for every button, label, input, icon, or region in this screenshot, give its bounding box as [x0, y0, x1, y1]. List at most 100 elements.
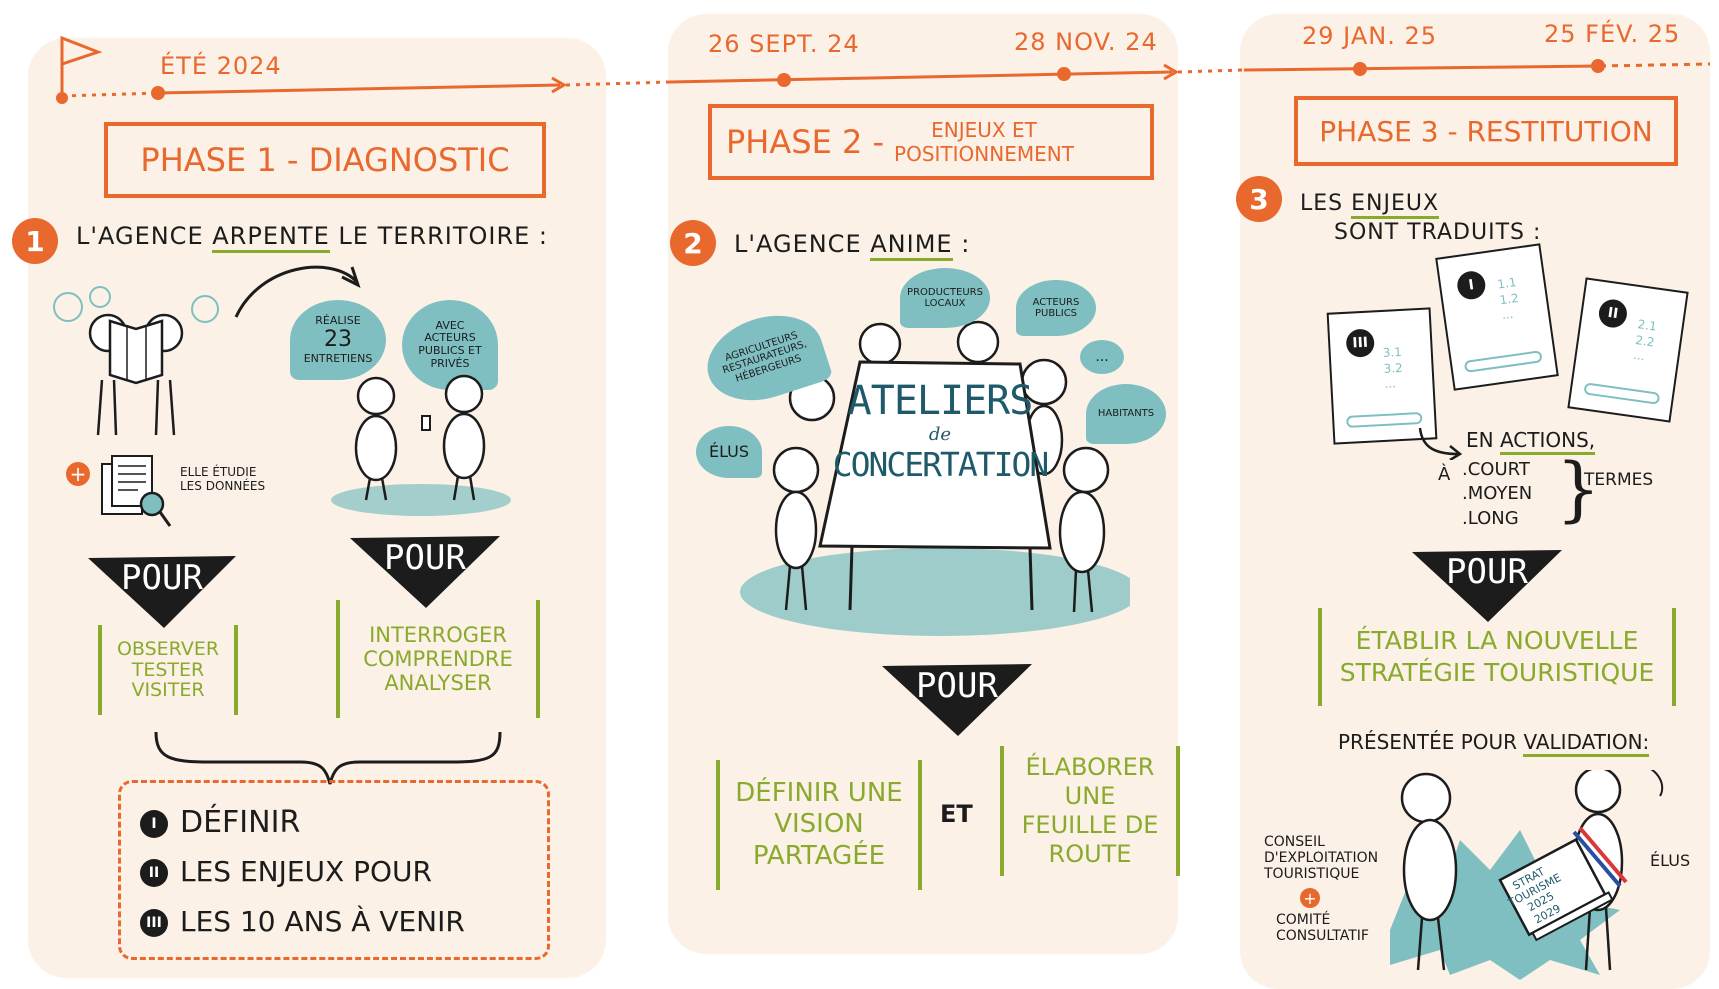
phase2-step-text: L'AGENCE ANIME : [734, 230, 971, 261]
board-line3: CONCERTATION [832, 445, 1049, 484]
phase2-title: PHASE 2 - ENJEUX ET POSITIONNEMENT [708, 104, 1154, 180]
action-item: VISITER [131, 679, 205, 702]
roman-three-icon: III [140, 909, 168, 937]
validation-prefix: PRÉSENTÉE POUR [1338, 730, 1518, 754]
step-suffix: : [961, 230, 971, 258]
curved-arrow [234, 265, 361, 318]
validation-illustration [1390, 770, 1664, 980]
date-26-sept: 26 SEPT. 24 [708, 30, 860, 58]
phase1-step-text: L'AGENCE ARPENTE LE TERRITOIRE : [76, 222, 548, 253]
realise-number: 23 [324, 327, 352, 353]
action-item: COMPRENDRE [363, 646, 513, 671]
step-prefix: LES [1300, 191, 1344, 216]
phase1-step-number: 1 [12, 218, 58, 264]
doc-line: ... [1384, 376, 1397, 392]
en-prefix: EN [1466, 428, 1494, 452]
step-keyword: ANIME [870, 230, 953, 261]
action-item: INTERROGER [369, 622, 507, 647]
validation-keyword: VALIDATION: [1523, 730, 1650, 757]
timeline [56, 35, 1711, 104]
term-item: .COURT [1462, 459, 1530, 480]
step-prefix: L'AGENCE [734, 230, 862, 258]
doc-line: ... [1632, 348, 1646, 364]
phase1-title: PHASE 1 - DIAGNOSTIC [104, 122, 546, 198]
phase3-step-text: LES ENJEUX SONT TRADUITS : [1300, 190, 1541, 247]
doc-line: 1.2 [1498, 290, 1520, 307]
step-keyword: ENJEUX [1351, 191, 1440, 219]
curly-brace [154, 731, 502, 785]
pour-arrow-phase3: POUR [1412, 546, 1562, 624]
board-line2: de [928, 424, 952, 445]
action-item: ANALYSER [384, 671, 492, 696]
term-item: .LONG [1462, 507, 1519, 529]
phase2-step-number: 2 [670, 220, 716, 266]
doc-line: ... [1500, 306, 1515, 323]
bubble-producteurs: PRODUCTEURS LOCAUX [900, 268, 990, 328]
bubble-avec-acteurs: AVEC ACTEURS PUBLICS ET PRIVÉS [402, 300, 498, 390]
small-curved-arrow [1418, 427, 1463, 460]
date-25-fev: 25 FÉV. 25 [1544, 20, 1681, 48]
roman-two-icon: II [1597, 297, 1629, 330]
goals-box [118, 780, 550, 960]
pour-label: POUR [916, 666, 998, 706]
phase2-title-sub1: ENJEUX ET [931, 118, 1037, 142]
doc-line: 3.2 [1383, 360, 1404, 376]
roman-one-icon: I [140, 809, 168, 838]
pour-arrow-left: POUR [88, 552, 236, 630]
step-line2: SONT TRADUITS : [1334, 219, 1542, 245]
workshop-illustration [740, 320, 1130, 636]
plus-circle-icon: + [66, 462, 90, 486]
phase3-panel [1240, 14, 1710, 989]
strategy-action: ÉTABLIR LA NOUVELLE STRATÉGIE TOURISTIQU… [1318, 608, 1676, 706]
terms-list: .COURT .MOYEN .LONG [1462, 458, 1532, 531]
en-keyword: ACTIONS, [1499, 428, 1596, 455]
date-ete-2024: ÉTÉ 2024 [160, 52, 282, 80]
goal-text: LES ENJEUX POUR [180, 855, 432, 888]
conseil-label: CONSEIL D'EXPLOITATION TOURISTIQUE [1264, 834, 1379, 883]
connector-et: ET [940, 800, 973, 828]
goal-text: LES 10 ANS À VENIR [180, 905, 465, 938]
elus-label: ÉLUS [1650, 851, 1691, 870]
step-keyword: ARPENTE [212, 222, 330, 253]
en-actions: EN ACTIONS, [1466, 428, 1596, 455]
actions-observer: OBSERVER TESTER VISITER [98, 625, 238, 715]
bubble-habitants: HABITANTS [1086, 384, 1166, 444]
pour-arrow-right: POUR [350, 532, 500, 610]
date-29-jan: 29 JAN. 25 [1302, 22, 1437, 50]
validation-line: PRÉSENTÉE POUR VALIDATION: [1338, 730, 1650, 757]
goal-item: II LES ENJEUX POUR [140, 855, 432, 888]
documents-magnifier-icon [101, 455, 172, 527]
comite-label: COMITÉ CONSULTATIF [1276, 912, 1369, 945]
terms-brace: } [1556, 448, 1601, 530]
board-title: ATELIERS de CONCERTATION [830, 378, 1050, 484]
action-item: OBSERVER [116, 637, 220, 660]
phase3-step-number: 3 [1236, 176, 1282, 222]
phase2-title-main: PHASE 2 - [726, 123, 885, 161]
roman-two-icon: II [140, 859, 168, 887]
action-item: TESTER [131, 658, 205, 681]
terms-prefix: À [1438, 464, 1451, 485]
term-item: .MOYEN [1462, 483, 1533, 505]
roman-one-icon: I [1455, 269, 1488, 302]
actions-interroger: INTERROGER COMPRENDRE ANALYSER [336, 600, 540, 718]
pour-label: POUR [1446, 552, 1528, 592]
goal-item: III LES 10 ANS À VENIR [140, 905, 465, 938]
pour-arrow-phase2: POUR [882, 660, 1032, 738]
interview-figures-illustration [331, 374, 511, 516]
plus-circle-icon: + [1300, 888, 1320, 908]
board-line1: ATELIERS [847, 378, 1034, 424]
document-one: I 1.1 1.2 ... [1435, 243, 1559, 391]
date-28-nov: 28 NOV. 24 [1014, 28, 1158, 56]
realise-line1: RÉALISE [315, 313, 361, 327]
action-vision: DÉFINIR UNE VISION PARTAGÉE [716, 760, 922, 890]
map-reading-figures-illustration [53, 286, 219, 436]
terms-label: TERMES [1584, 470, 1654, 490]
bubble-dots: ... [1080, 340, 1124, 374]
roman-three-icon: III [1345, 328, 1375, 358]
bubble-realise-entretiens: RÉALISE 23 ENTRETIENS [290, 300, 386, 380]
pour-label: POUR [121, 558, 203, 598]
step-prefix: L'AGENCE [76, 222, 204, 250]
bubble-elus: ÉLUS [696, 426, 762, 478]
doc-line: 3.1 [1382, 344, 1403, 360]
